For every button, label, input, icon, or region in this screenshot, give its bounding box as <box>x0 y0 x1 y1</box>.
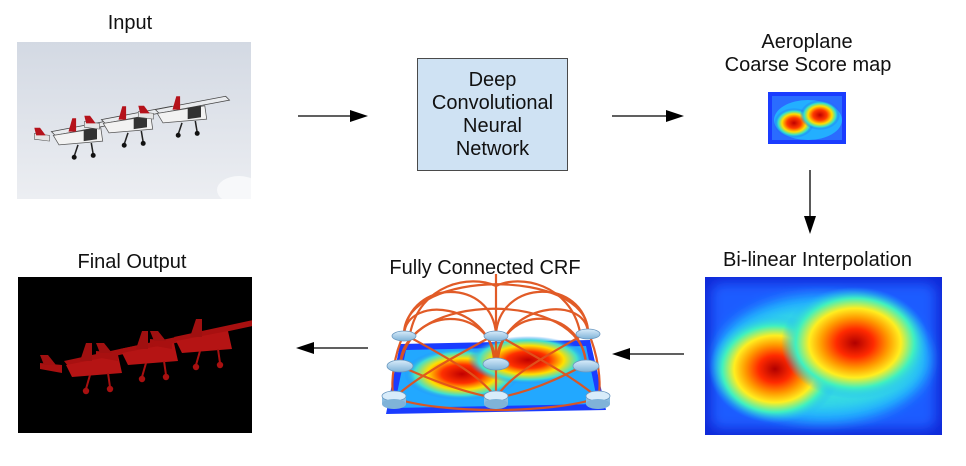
arrow-coarse-to-interpolation <box>804 170 816 234</box>
interpolated-score-map <box>705 277 942 435</box>
dcnn-box: Deep Convolutional Neural Network <box>417 58 568 171</box>
dcnn-label-line4: Network <box>455 137 530 160</box>
input-title: Input <box>107 12 153 34</box>
coarse-map-title-line2: Coarse Score map <box>724 54 892 76</box>
output-title: Final Output <box>77 251 187 273</box>
interpolation-title: Bi-linear Interpolation <box>723 249 912 271</box>
arrow-input-to-network <box>298 110 368 122</box>
coarse-map-title-line1: Aeroplane <box>761 31 853 53</box>
final-output-image <box>18 277 252 433</box>
input-image <box>17 42 251 199</box>
dcnn-label-line3: Neural <box>463 114 522 137</box>
dcnn-label-line2: Convolutional <box>431 91 554 114</box>
crf-illustration <box>380 274 612 420</box>
crf-title: Fully Connected CRF <box>389 257 581 279</box>
coarse-score-map <box>768 92 846 144</box>
arrow-interpolation-to-crf <box>612 348 684 360</box>
arrow-crf-to-output <box>296 342 368 354</box>
dcnn-label-line1: Deep <box>468 68 517 91</box>
arrow-network-to-coarse-map <box>612 110 684 122</box>
